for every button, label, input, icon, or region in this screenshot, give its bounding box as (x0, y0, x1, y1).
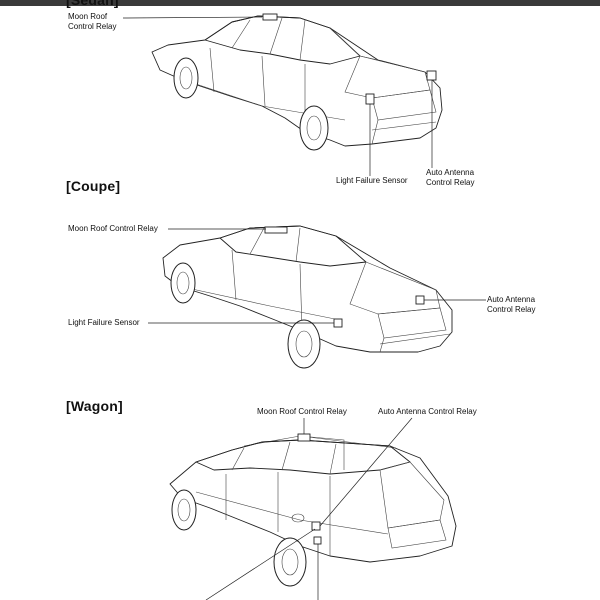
wagon-auto-antenna-relay (311, 521, 321, 531)
wagon-lower-relay (313, 536, 322, 545)
wagon-moon-roof-label: Moon Roof Control Relay (257, 407, 347, 416)
coupe-car-illustration (162, 225, 453, 369)
sedan-moon-roof-label: Moon Roof Control Relay (68, 12, 116, 32)
wagon-auto-antenna-label: Auto Antenna Control Relay (378, 407, 477, 416)
sedan-moon-roof-label-line1: Moon Roof (68, 12, 108, 21)
wagon-bottom-left-leader (205, 528, 316, 600)
sedan-moon-roof-label-line2: Control Relay (68, 22, 117, 31)
wagon-moon-roof-relay (297, 433, 311, 442)
coupe-light-failure-sensor (333, 318, 343, 328)
sedan-auto-antenna-label: Auto Antenna Control Relay (426, 168, 474, 188)
sedan-title: [Sedan] (66, 0, 119, 8)
coupe-auto-antenna-relay (415, 295, 425, 305)
coupe-light-failure-label: Light Failure Sensor (68, 318, 140, 327)
sedan-auto-antenna-label-line2: Control Relay (426, 178, 475, 187)
wagon-title: [Wagon] (66, 398, 123, 414)
coupe-moon-roof-relay (264, 226, 288, 234)
sedan-light-failure-sensor (365, 93, 375, 105)
sedan-moon-roof-leader (122, 16, 263, 19)
sedan-moon-roof-relay (262, 13, 278, 21)
coupe-title: [Coupe] (66, 178, 121, 194)
coupe-auto-antenna-label-line1: Auto Antenna (487, 295, 536, 304)
coupe-auto-antenna-label: Auto Antenna Control Relay (487, 295, 535, 315)
sedan-light-failure-label: Light Failure Sensor (336, 176, 408, 185)
sedan-car-illustration (151, 15, 443, 151)
coupe-moon-roof-label: Moon Roof Control Relay (68, 224, 158, 233)
sedan-auto-antenna-relay (426, 70, 437, 81)
top-edge-bar (0, 0, 600, 6)
wagon-auto-antenna-leader (319, 417, 413, 527)
coupe-auto-antenna-label-line2: Control Relay (487, 305, 536, 314)
wagon-car-illustration (169, 435, 457, 587)
sedan-auto-antenna-label-line1: Auto Antenna (426, 168, 475, 177)
